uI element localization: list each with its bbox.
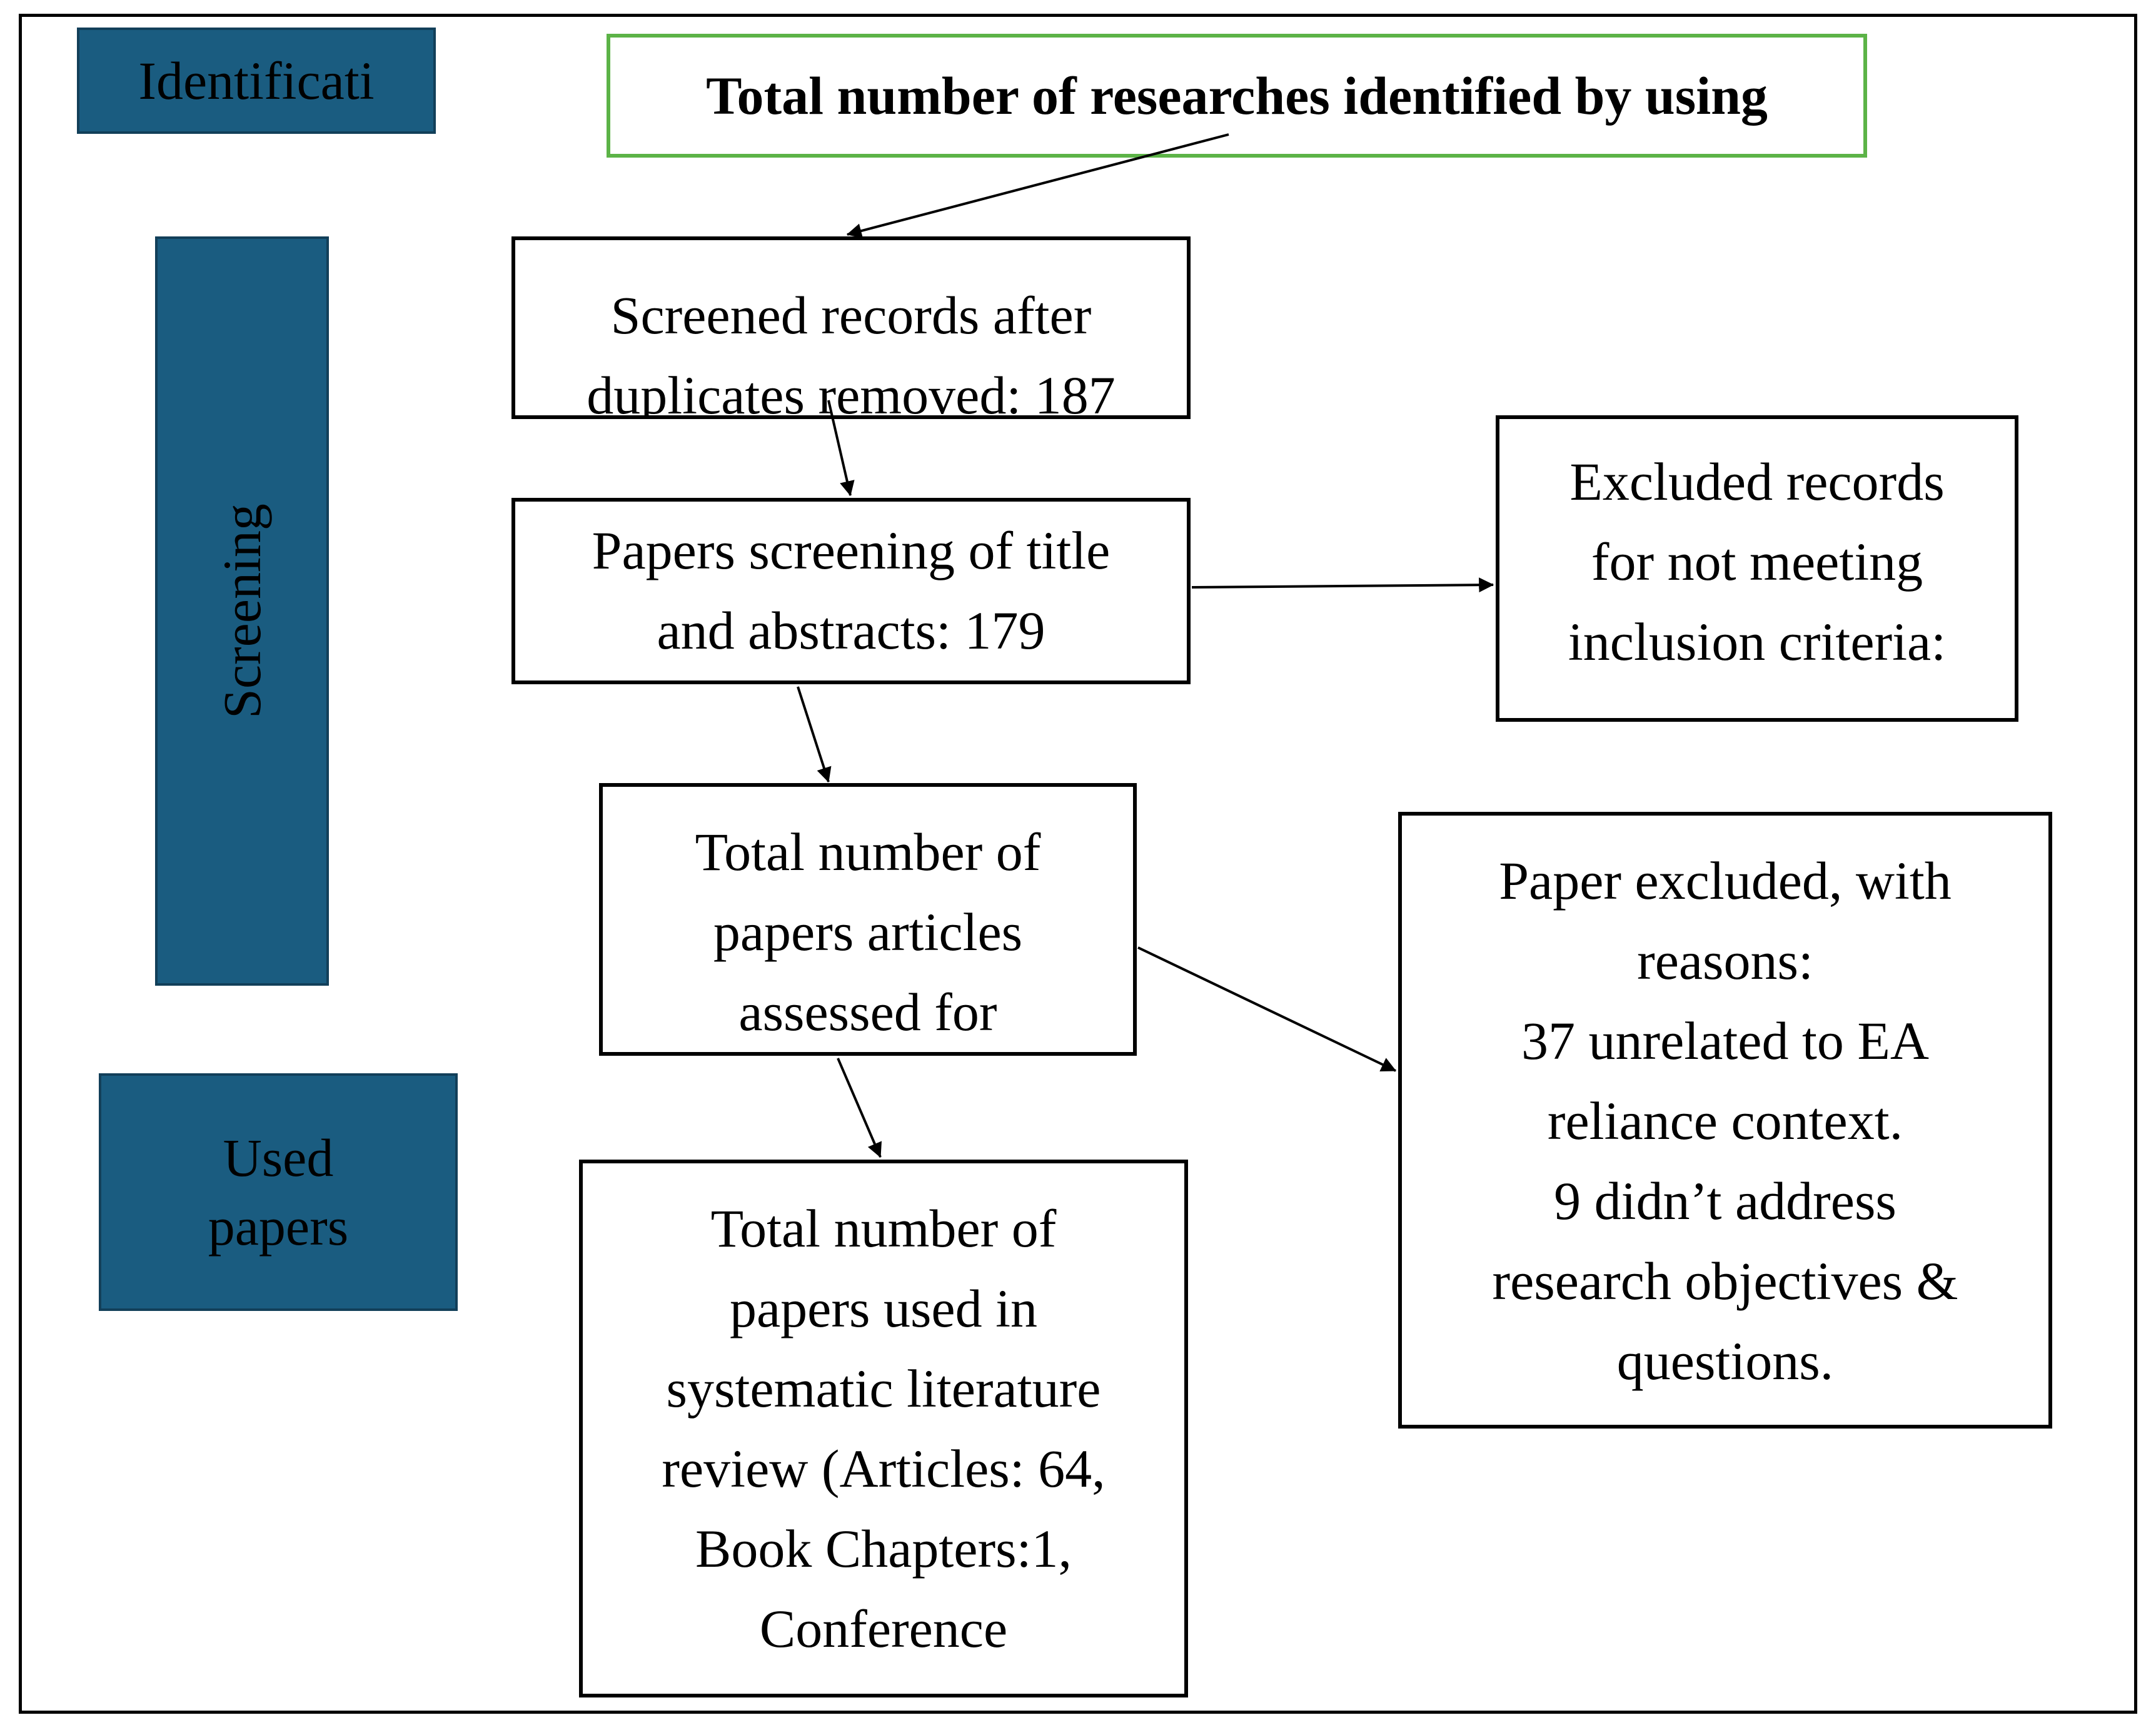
arrow-identified-to-screened <box>846 133 1229 238</box>
papers-used-box: Total number of papers used in systemati… <box>579 1160 1188 1697</box>
screened-records-text: Screened records after duplicates remove… <box>587 285 1116 419</box>
stage-identification-label: Identificati <box>138 50 375 111</box>
identified-records-text: Total number of researches identified by… <box>706 66 1768 126</box>
assessed-papers-text: Total number of papers articles assessed… <box>695 822 1041 1042</box>
stage-screening: Screening <box>155 236 329 986</box>
stage-identification: Identificati <box>77 28 436 134</box>
title-abstract-screening-text: Papers screening of title and abstracts:… <box>592 520 1111 660</box>
stage-used-papers-label: Used papers <box>208 1127 349 1257</box>
excluded-records-text: Excluded records for not meeting inclusi… <box>1568 452 1947 672</box>
identified-records-box: Total number of researches identified by… <box>607 34 1867 158</box>
excluded-with-reasons-text: Paper excluded, with reasons: 37 unrelat… <box>1492 851 1958 1391</box>
arrow-title-abstract-to-excluded <box>1191 577 1494 593</box>
arrow-title-abstract-to-assessed <box>797 686 832 783</box>
papers-used-text: Total number of papers used in systemati… <box>662 1198 1106 1659</box>
arrow-assessed-to-used <box>837 1058 882 1158</box>
excluded-with-reasons-box: Paper excluded, with reasons: 37 unrelat… <box>1398 812 2052 1429</box>
stage-used-papers: Used papers <box>99 1073 458 1311</box>
diagram-frame <box>19 14 2137 1714</box>
excluded-records-box: Excluded records for not meeting inclusi… <box>1496 415 2018 722</box>
arrow-screened-to-title-abstract <box>827 400 855 497</box>
screened-records-box: Screened records after duplicates remove… <box>511 236 1191 419</box>
title-abstract-screening-box: Papers screening of title and abstracts:… <box>511 498 1191 684</box>
arrow-assessed-to-excluded-reasons <box>1137 946 1397 1072</box>
assessed-papers-box: Total number of papers articles assessed… <box>599 783 1137 1056</box>
